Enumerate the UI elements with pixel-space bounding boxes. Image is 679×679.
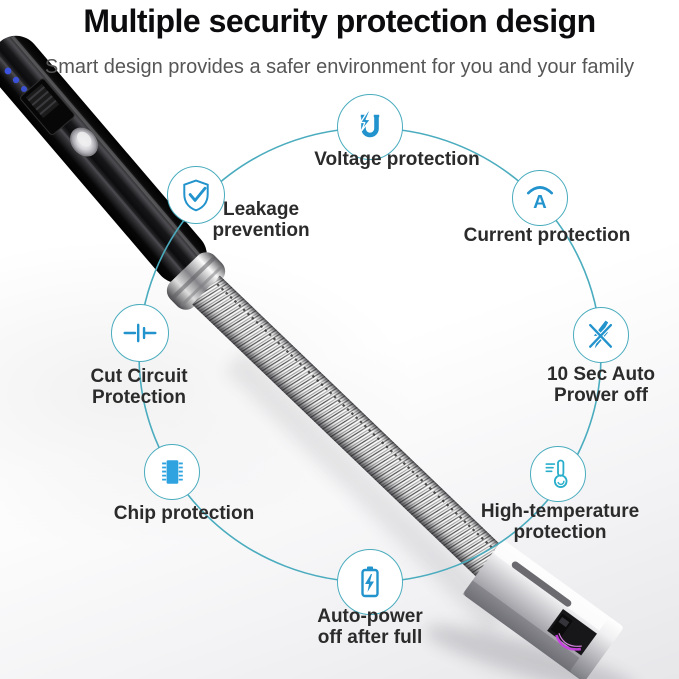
- feature-chip-label: Chip protection: [113, 503, 255, 524]
- feature-high-temp-circle: [530, 446, 586, 502]
- ignition-button: [70, 127, 98, 157]
- shield-check-icon: [183, 179, 209, 212]
- feature-leakage-label: Leakage prevention: [212, 199, 310, 242]
- feature-cut-circuit-label: Cut Circuit Protection: [90, 366, 188, 409]
- ampere-letter: A: [533, 192, 547, 213]
- collar-ring: [166, 252, 226, 310]
- feature-chip-circle: [144, 444, 200, 500]
- electric-arc-spark: [555, 633, 582, 651]
- feature-current-label: Current protection: [463, 225, 631, 246]
- flexible-neck: [192, 275, 526, 598]
- feature-10s-auto-off-circle: [573, 307, 629, 363]
- page-subtitle: Smart design provides a safer environmen…: [44, 56, 635, 78]
- feature-voltage-circle: [337, 94, 403, 160]
- feature-voltage-label: Voltage protection: [314, 149, 480, 170]
- chip-icon: [162, 460, 183, 484]
- ampere-icon: A: [526, 186, 554, 213]
- feature-auto-power-circle: [337, 549, 403, 615]
- feature-10s-auto-off-label: 10 Sec Auto Prower off: [546, 364, 656, 407]
- magnet-bolt-icon: [359, 110, 380, 138]
- feature-auto-power-label: Auto-power off after full: [317, 606, 423, 649]
- circuit-break-icon: [123, 323, 157, 343]
- flash-off-icon: [588, 320, 613, 349]
- page-title: Multiple security protection design: [83, 3, 596, 39]
- feature-cut-circuit-circle: [111, 304, 169, 362]
- feature-leakage-circle: [167, 166, 225, 224]
- safety-switch-icon: [20, 78, 75, 136]
- led-indicators: [4, 67, 27, 92]
- feature-current-circle: A: [512, 170, 568, 226]
- battery-charging-icon: [361, 566, 379, 598]
- thermometer-icon: [545, 459, 568, 488]
- arc-head: [462, 540, 623, 679]
- feature-high-temp-label: High-temperature protection: [480, 501, 640, 544]
